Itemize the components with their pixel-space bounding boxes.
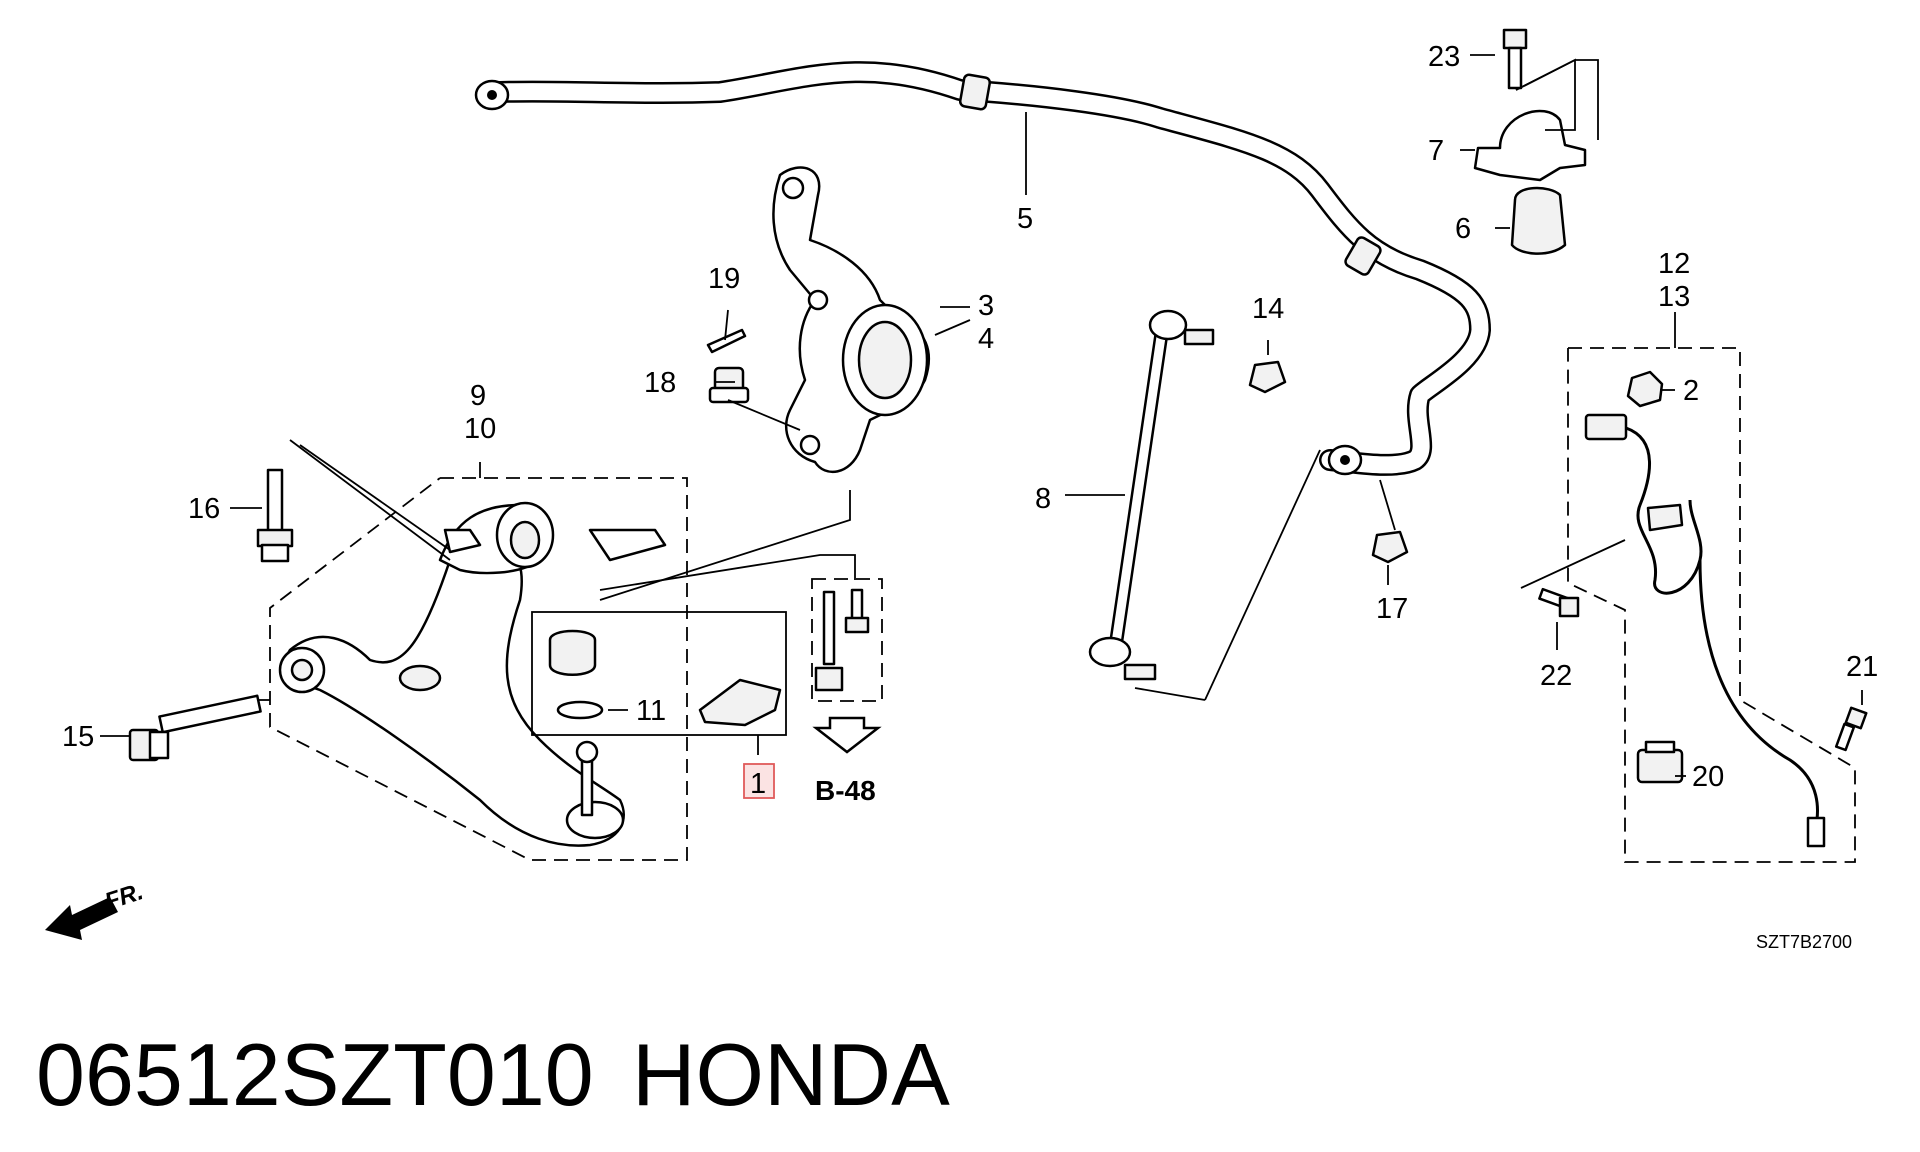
front-direction-label: FR. (102, 878, 147, 916)
reference-b48[interactable]: B-48 (815, 775, 876, 806)
diagram-code: SZT7B2700 (1756, 932, 1852, 952)
callout-23[interactable]: 23 (1428, 41, 1460, 73)
front-direction-arrow-icon (45, 897, 118, 940)
cotter-pin-19-icon (706, 328, 747, 354)
bushing-holder (1473, 109, 1587, 182)
callout-5[interactable]: 5 (1017, 203, 1033, 235)
wheel-speed-sensor (1584, 413, 1826, 848)
bolt-15-icon (128, 694, 262, 762)
stabilizer-bar (474, 61, 1491, 476)
callout-14[interactable]: 14 (1252, 293, 1284, 325)
bolt-16-icon (256, 468, 294, 563)
callout-6[interactable]: 6 (1455, 213, 1471, 245)
callout-7[interactable]: 7 (1428, 135, 1444, 167)
callout-16[interactable]: 16 (188, 493, 220, 525)
nut-14-icon (1248, 360, 1287, 394)
leader-lines (100, 54, 1863, 777)
kit-box-1 (531, 611, 787, 736)
bolt-22-icon (1538, 587, 1580, 618)
connector-20-icon (1636, 740, 1684, 784)
callout-4[interactable]: 4 (978, 323, 994, 355)
callout-1[interactable]: 1 (750, 768, 766, 800)
callout-3[interactable]: 3 (978, 290, 994, 322)
stabilizer-bushing (1510, 186, 1567, 255)
clip-2-icon (1626, 370, 1664, 408)
nut-18-icon (708, 366, 750, 404)
callout-13[interactable]: 13 (1658, 281, 1690, 313)
kit-box-9-10 (269, 477, 688, 861)
callout-8[interactable]: 8 (1035, 483, 1051, 515)
callout-10[interactable]: 10 (464, 413, 496, 445)
callout-9[interactable]: 9 (470, 380, 486, 412)
callout-18[interactable]: 18 (644, 367, 676, 399)
callout-11[interactable]: 11 (636, 695, 666, 727)
reference-arrow-icon (812, 716, 882, 754)
callout-15[interactable]: 15 (62, 721, 94, 753)
callout-12[interactable]: 12 (1658, 248, 1690, 280)
bolts-b48-icon (814, 588, 870, 692)
callout-20[interactable]: 20 (1692, 761, 1724, 793)
callout-17[interactable]: 17 (1376, 593, 1408, 625)
callout-21[interactable]: 21 (1846, 651, 1878, 683)
kit-box-12-13 (1567, 347, 1856, 863)
circlip-icon (556, 700, 604, 720)
kit-box-b48 (811, 578, 883, 702)
ball-joint-boot (548, 629, 597, 676)
caption-part-number: 06512SZT010 (36, 1025, 594, 1124)
callout-2[interactable]: 2 (1683, 375, 1699, 407)
nut-17-icon (1371, 530, 1409, 564)
grease-packet-icon (698, 678, 782, 727)
lower-control-arm (278, 501, 667, 847)
stabilizer-link (1088, 309, 1215, 681)
steering-knuckle (772, 166, 931, 474)
caption-brand: HONDA (632, 1025, 950, 1124)
bolt-21-icon (1834, 706, 1868, 752)
callout-19[interactable]: 19 (708, 263, 740, 295)
bolt-23-icon (1502, 28, 1528, 90)
callout-22[interactable]: 22 (1540, 660, 1572, 692)
highlight-callout-1 (743, 763, 775, 799)
